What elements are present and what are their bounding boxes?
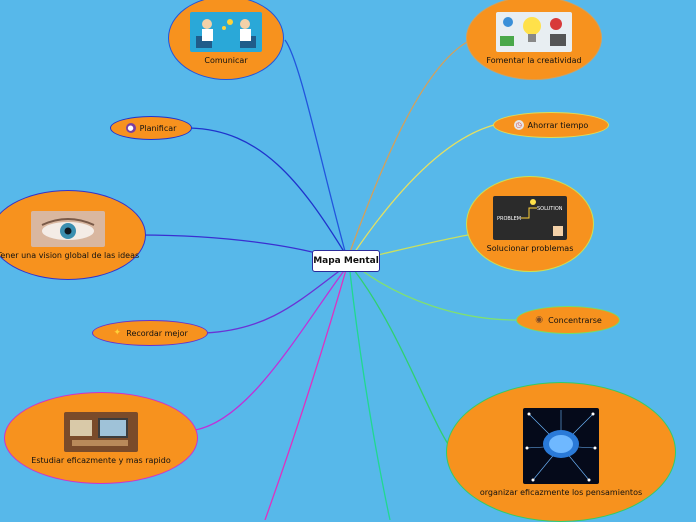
shield-icon: ●	[125, 123, 136, 133]
node-creatividad[interactable]: Fomentar la creatividad	[466, 0, 602, 80]
line-creatividad	[349, 41, 468, 253]
central-topic[interactable]: Mapa Mental	[312, 250, 380, 272]
node-recordar[interactable]: ✦ Recordar mejor	[92, 320, 208, 346]
node-ahorrar[interactable]: ◷ Ahorrar tiempo	[493, 112, 609, 138]
node-estudiar-label: Estudiar eficazmente y mas rapido	[31, 455, 171, 465]
node-planificar-label: Planificar	[139, 123, 177, 133]
target-icon: ◉	[535, 314, 544, 325]
node-concentrarse-label: Concentrarse	[548, 315, 602, 325]
study-desk-icon	[64, 411, 138, 452]
people-chat-icon	[190, 11, 262, 52]
line-planificar	[189, 127, 347, 256]
node-solucionar-label: Solucionar problemas	[486, 243, 574, 253]
ribbon-icon: ✦	[113, 327, 122, 338]
line-bottom-left	[264, 269, 347, 520]
node-vision-label: Tener una vision global de las ideas	[0, 250, 140, 260]
line-concentrarse	[355, 265, 517, 321]
line-bottom-center	[349, 271, 391, 520]
node-concentrarse[interactable]: ◉ Concentrarse	[516, 306, 620, 334]
node-comunicar-label: Comunicar	[204, 55, 248, 65]
svg-text:SOLUTION: SOLUTION	[537, 206, 563, 212]
lightbulb-icon	[496, 11, 572, 52]
clock-icon: ◷	[513, 120, 524, 130]
node-comunicar[interactable]: Comunicar	[168, 0, 284, 80]
brain-icon	[523, 407, 599, 484]
node-planificar[interactable]: ● Planificar	[110, 116, 192, 140]
node-vision[interactable]: Tener una vision global de las ideas	[0, 190, 146, 280]
line-comunicar	[284, 39, 347, 256]
node-creatividad-label: Fomentar la creatividad	[486, 55, 582, 65]
node-organizar-label: organizar eficazmente los pensamientos	[479, 487, 643, 497]
node-estudiar[interactable]: Estudiar eficazmente y mas rapido	[4, 392, 198, 484]
node-organizar[interactable]: organizar eficazmente los pensamientos	[446, 382, 676, 522]
node-recordar-label: Recordar mejor	[126, 328, 188, 338]
line-ahorrar	[351, 124, 495, 257]
node-solucionar[interactable]: PROBLEM SOLUTION Solucionar problemas	[466, 176, 594, 272]
line-estudiar	[194, 267, 347, 431]
line-recordar	[204, 265, 347, 334]
eye-icon	[31, 210, 105, 247]
node-ahorrar-label: Ahorrar tiempo	[527, 120, 589, 130]
line-organizar	[353, 269, 453, 451]
central-topic-label: Mapa Mental	[313, 256, 379, 266]
svg-text:PROBLEM: PROBLEM	[497, 216, 521, 222]
chalkboard-icon: PROBLEM SOLUTION	[493, 195, 567, 240]
